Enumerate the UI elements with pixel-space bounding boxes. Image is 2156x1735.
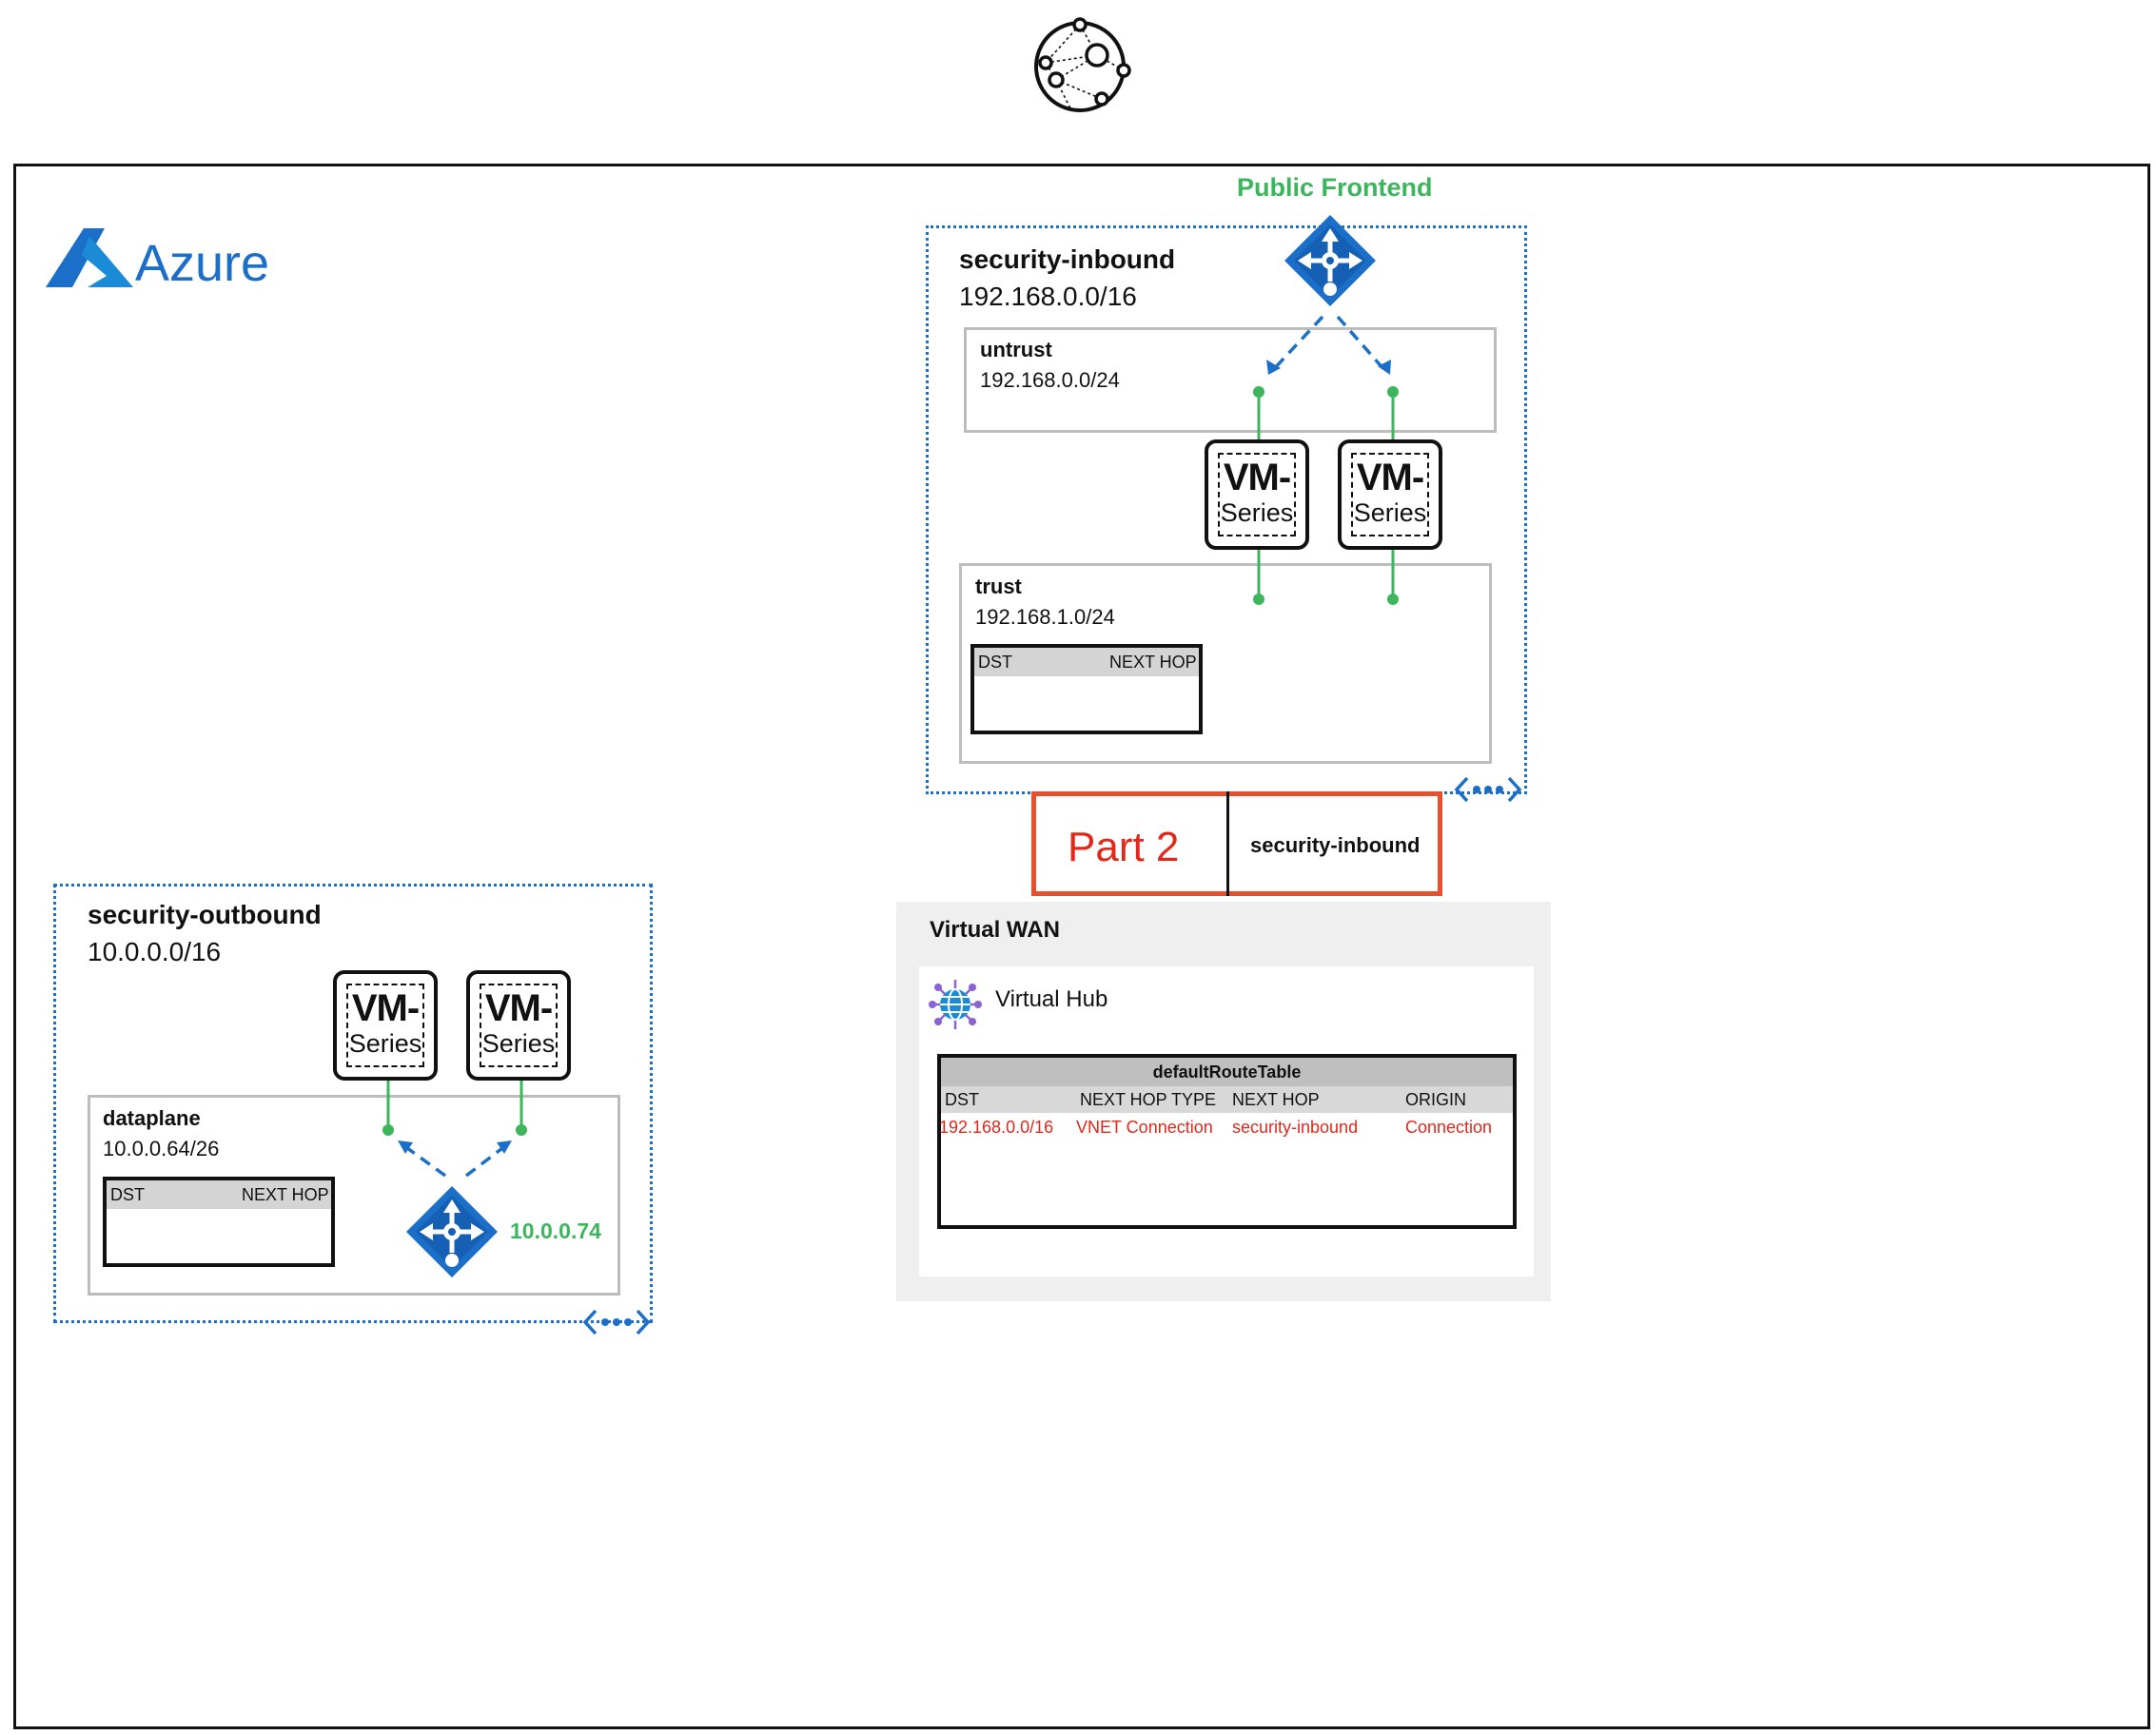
default-route-table-header: DST NEXT HOP TYPE NEXT HOP ORIGIN — [941, 1086, 1513, 1113]
vm-series-label: VM- — [1223, 457, 1291, 498]
outbound-lb-ip: 10.0.0.74 — [510, 1218, 601, 1243]
public-frontend-label: Public Frontend — [1237, 173, 1433, 202]
dataplane-subnet-name: dataplane — [103, 1106, 201, 1130]
azure-logo-icon — [46, 228, 133, 287]
vm-series-sublabel: Series — [348, 1029, 422, 1058]
vm-series-sublabel: Series — [1220, 498, 1294, 527]
route-table-col-dst: DST — [110, 1185, 145, 1204]
part-connection-box: Part 2 security-inbound — [1031, 791, 1442, 896]
dataplane-subnet-cidr: 10.0.0.64/26 — [103, 1137, 220, 1160]
trust-subnet — [959, 563, 1492, 764]
virtual-hub-label: Virtual Hub — [995, 986, 1108, 1012]
inbound-vnet-name: security-inbound — [959, 244, 1176, 274]
part-divider — [1226, 791, 1229, 896]
column-header-next-hop-type: NEXT HOP TYPE — [1080, 1090, 1217, 1109]
vm-series-sublabel: Series — [481, 1029, 556, 1058]
route-dst: 192.168.0.0/16 — [939, 1118, 1054, 1137]
route-next-hop: security-inbound — [1232, 1118, 1359, 1137]
part-connection-name: security-inbound — [1250, 833, 1421, 857]
trust-route-table: DST NEXT HOP — [970, 644, 1203, 734]
vm-series-icon: VM- Series — [466, 970, 571, 1081]
route-table-col-next-hop: NEXT HOP — [242, 1185, 329, 1204]
part-label: Part 2 — [1068, 824, 1180, 870]
vm-series-sublabel: Series — [1353, 498, 1427, 527]
route-table-col-dst: DST — [978, 653, 1012, 672]
outbound-vnet-name: security-outbound — [88, 900, 322, 929]
untrust-subnet — [964, 327, 1497, 433]
dataplane-subnet — [88, 1095, 620, 1296]
vm-series-icon: VM- Series — [1338, 439, 1442, 550]
cloud-name: Azure — [135, 235, 270, 292]
untrust-subnet-cidr: 192.168.0.0/24 — [980, 368, 1120, 392]
trust-subnet-name: trust — [975, 575, 1022, 598]
default-route-table-title-bar: defaultRouteTable — [941, 1058, 1513, 1086]
table-row: 192.168.0.0/16 VNET Connection security-… — [939, 1117, 1513, 1143]
network-globe-icon — [1034, 17, 1131, 112]
column-header-origin: ORIGIN — [1405, 1090, 1467, 1109]
vm-series-icon: VM- Series — [333, 970, 438, 1081]
route-origin: Connection — [1405, 1118, 1493, 1137]
route-table-col-next-hop: NEXT HOP — [1109, 653, 1197, 672]
route-table-header: DST NEXT HOP — [974, 648, 1199, 676]
vm-series-label: VM- — [484, 987, 553, 1029]
column-header-dst: DST — [945, 1090, 979, 1109]
vm-series-label: VM- — [351, 987, 420, 1029]
trust-subnet-cidr: 192.168.1.0/24 — [975, 605, 1115, 629]
virtual-wan-title: Virtual WAN — [930, 917, 1060, 943]
vm-series-label: VM- — [1356, 457, 1424, 498]
column-header-next-hop: NEXT HOP — [1232, 1090, 1320, 1109]
dataplane-route-table: DST NEXT HOP — [103, 1177, 335, 1267]
untrust-subnet-name: untrust — [980, 338, 1052, 361]
virtual-hub-icon — [929, 980, 982, 1029]
route-table-header: DST NEXT HOP — [107, 1180, 331, 1209]
outbound-vnet-boundary — [53, 884, 653, 1323]
vm-series-icon: VM- Series — [1205, 439, 1309, 550]
inbound-vnet-cidr: 192.168.0.0/16 — [959, 282, 1137, 311]
load-balancer-icon — [406, 1186, 498, 1277]
default-route-table: defaultRouteTable DST NEXT HOP TYPE NEXT… — [937, 1054, 1517, 1229]
default-route-table-title: defaultRouteTable — [1152, 1062, 1302, 1082]
outbound-vnet-cidr: 10.0.0.0/16 — [88, 937, 222, 966]
vnet-peering-icon — [582, 1309, 651, 1335]
load-balancer-icon — [1284, 215, 1376, 306]
azure-boundary — [13, 164, 2150, 1729]
route-next-hop-type: VNET Connection — [1076, 1118, 1213, 1137]
vnet-peering-icon — [1454, 776, 1522, 803]
